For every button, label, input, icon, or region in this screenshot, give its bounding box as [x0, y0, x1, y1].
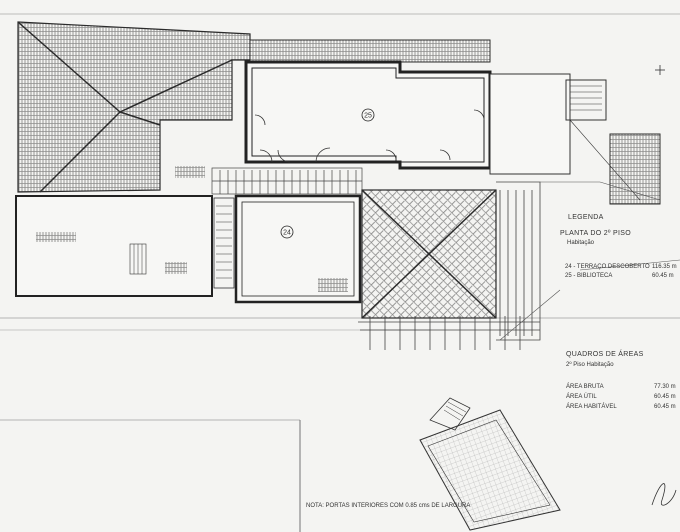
door-width-note: NOTA: PORTAS INTERIORES COM 0.85 cms DE …	[306, 503, 470, 509]
room-number-24: 24	[283, 230, 291, 237]
area-util-label: ÁREA ÚTIL	[566, 393, 597, 400]
boundary-lines	[499, 181, 680, 341]
legend-use: Habitação	[567, 240, 595, 246]
legend-item-25-area: 60.45 m	[652, 273, 674, 279]
legend-heading: LEGENDA	[568, 214, 604, 221]
area-habitavel-value: 60.45 m	[654, 404, 676, 410]
right-terrace	[489, 65, 665, 205]
area-bruta-value: 77.30 m	[654, 384, 676, 390]
room-number-25: 25	[364, 113, 372, 120]
area-habitavel-label: ÁREA HABITÁVEL	[566, 403, 617, 410]
vine-pergola	[358, 181, 541, 350]
legend: LEGENDA PLANTA DO 2º PISO Habitação 24 -…	[560, 214, 677, 279]
areas-subheading: 2º Piso Habitação	[566, 361, 614, 368]
area-bruta-label: ÁREA BRUTA	[566, 383, 604, 390]
top-roof-strip	[249, 39, 491, 63]
legend-item-25: 25 - BIBLIOTECA	[565, 273, 612, 279]
legend-floor: PLANTA DO 2º PISO	[560, 230, 631, 237]
pergola	[211, 167, 363, 195]
room-24-terraco: 24	[234, 194, 362, 304]
hip-roof	[361, 189, 497, 319]
left-terrace	[15, 195, 235, 297]
legend-item-24: 24 - TERRAÇO DESCOBERTO	[565, 264, 650, 270]
room-25-biblioteca: 25	[244, 60, 492, 170]
left-roof	[17, 21, 251, 193]
areas-table: QUADROS DE ÁREAS 2º Piso Habitação ÁREA …	[566, 349, 676, 410]
pool-area	[0, 397, 677, 532]
areas-heading: QUADROS DE ÁREAS	[566, 349, 644, 358]
signature	[651, 483, 677, 506]
area-util-value: 60.45 m	[654, 394, 676, 400]
legend-item-24-area: 116.35 m	[652, 264, 677, 270]
